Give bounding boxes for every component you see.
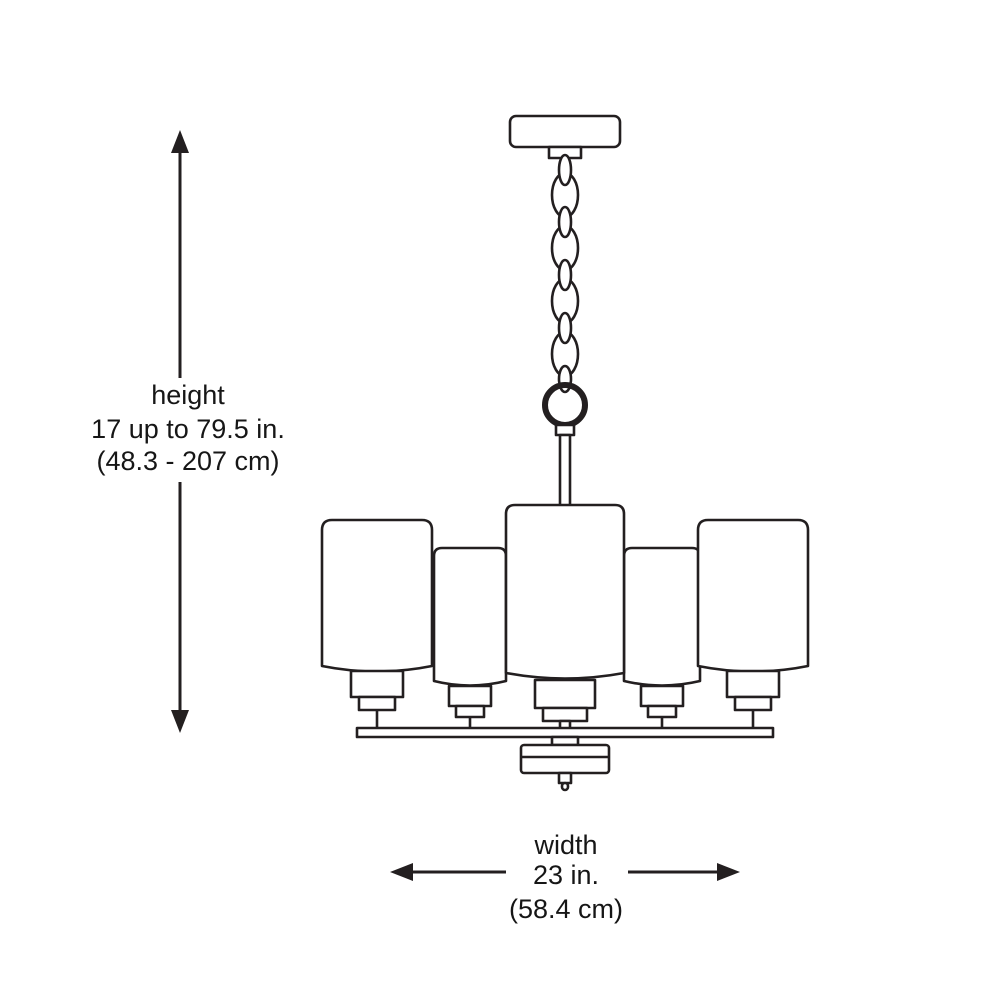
shade-inner-left [432,546,508,687]
height-value: 17 up to 79.5 in. [91,414,285,444]
shade-center [504,503,626,680]
height-arrow-up-icon [171,130,189,153]
ceiling-canopy [508,114,622,160]
height-label: height [151,380,225,410]
glass-shades [320,503,810,687]
center-body [519,735,611,775]
shade-inner-right [622,546,702,687]
chandelier-drawing [320,114,810,792]
width-dimension: width 23 in. (58.4 cm) [390,830,740,924]
finial [557,771,573,792]
width-arrow-right-icon [717,863,740,881]
shade-sockets [349,669,781,747]
height-dimension: height 17 up to 79.5 in. (48.3 - 207 cm) [91,130,285,733]
center-rod [558,433,572,509]
arm-bar [355,726,775,739]
socket-inner-left [447,684,493,728]
socket-inner-right [639,684,685,728]
socket-outer-right [725,669,781,728]
socket-outer-left [349,669,405,728]
hanging-chain [550,153,580,394]
width-label: width [533,830,597,860]
shade-outer-left [320,518,434,673]
width-value: 23 in. [533,860,599,890]
width-metric-value: (58.4 cm) [509,894,623,924]
shade-outer-right [696,518,810,673]
width-arrow-left-icon [390,863,413,881]
height-metric-value: (48.3 - 207 cm) [96,446,279,476]
height-arrow-down-icon [171,710,189,733]
